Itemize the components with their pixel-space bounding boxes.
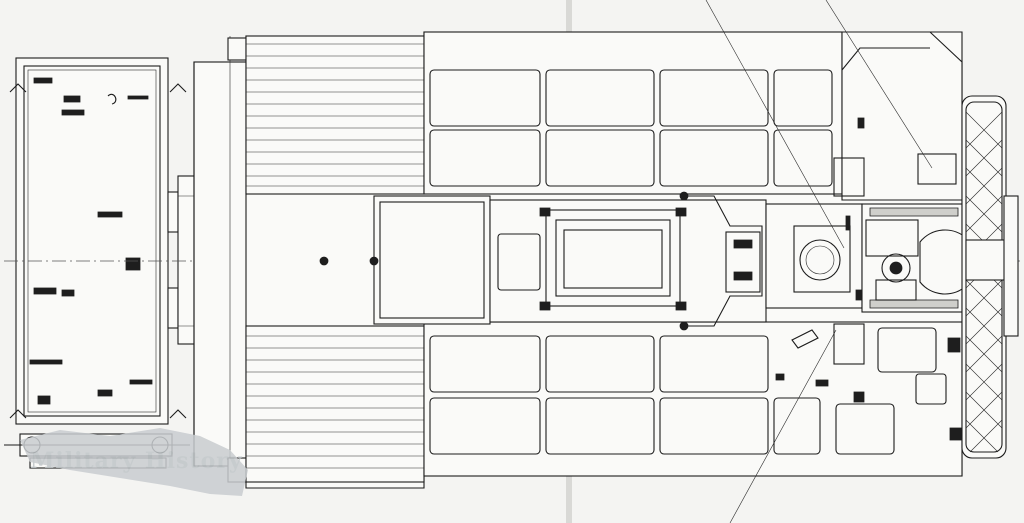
watermark: Military History [20,428,248,496]
lower-armor-panels [423,321,963,477]
watermark-label: Military History [30,448,243,474]
upper-armor-panels [423,31,843,195]
upper-track-slats [245,35,425,195]
leader-lines [705,0,933,523]
turret-ring-area [861,203,978,313]
rear-door-panel [4,57,190,469]
watermark-silhouette [20,428,248,496]
front-upper-deck [833,31,963,201]
lower-track-slats [245,325,425,483]
driver-compartment [765,203,865,309]
front-grille [961,95,1019,459]
center-bay [319,191,767,331]
